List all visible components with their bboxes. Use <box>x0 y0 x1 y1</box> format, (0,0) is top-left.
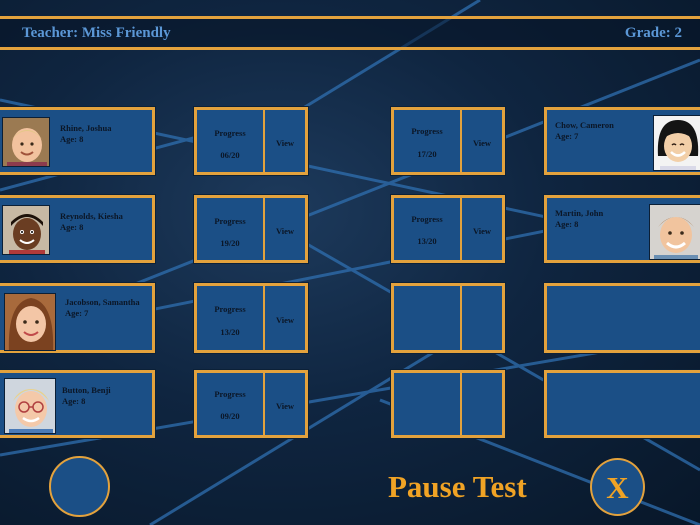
progress-label: Progress <box>214 389 246 399</box>
view-button[interactable]: View <box>265 198 305 260</box>
progress-score: 17/20 <box>417 149 437 159</box>
student-photo <box>653 115 700 171</box>
view-label: View <box>472 226 492 236</box>
progress-card-rhine-joshua: Progress 06/20 View <box>193 106 309 176</box>
view-label: View <box>275 138 295 148</box>
student-photo <box>2 117 50 167</box>
progress-score: 06/20 <box>220 150 240 160</box>
student-card-jacobson-samantha[interactable]: Jacobson, Samantha Age: 7 <box>0 282 156 354</box>
student-age: Age: 7 <box>555 131 579 141</box>
view-button[interactable]: View <box>265 110 305 172</box>
progress-score: 19/20 <box>220 238 240 248</box>
divider <box>263 198 265 260</box>
progress-card-button-benji: Progress 09/20 View <box>193 369 309 439</box>
student-name: Rhine, Joshua <box>60 123 112 133</box>
view-label: View <box>472 138 492 148</box>
view-button[interactable]: View <box>462 110 502 172</box>
progress-button[interactable]: Progress 13/20 <box>197 286 263 350</box>
progress-label: Progress <box>214 216 246 226</box>
progress-card-chow-cameron: Progress 17/20 View <box>390 106 506 176</box>
student-name: Jacobson, Samantha <box>65 297 140 307</box>
progress-card-martin-john: Progress 13/20 View <box>390 194 506 264</box>
student-photo <box>649 204 700 260</box>
progress-button[interactable]: Progress 19/20 <box>197 198 263 260</box>
header-bar: Teacher: Miss Friendly Grade: 2 <box>0 16 700 50</box>
student-card-button-benji[interactable]: Button, Benji Age: 8 <box>0 369 156 439</box>
grade-label: Grade: 2 <box>624 25 682 41</box>
view-label: View <box>275 226 295 236</box>
progress-card-empty <box>390 369 506 439</box>
view-label: View <box>275 401 295 411</box>
close-button[interactable]: X <box>590 458 645 516</box>
divider <box>263 373 265 435</box>
student-photo <box>2 205 50 255</box>
student-name: Button, Benji <box>62 385 111 395</box>
student-card-chow-cameron[interactable]: Chow, Cameron Age: 7 <box>543 106 700 176</box>
student-card-rhine-joshua[interactable]: Rhine, Joshua Age: 8 <box>0 106 156 176</box>
close-icon: X <box>606 470 629 505</box>
divider <box>263 110 265 172</box>
view-button[interactable]: View <box>265 373 305 435</box>
view-label: View <box>275 315 295 325</box>
progress-card-empty <box>390 282 506 354</box>
divider <box>460 286 462 350</box>
progress-button[interactable]: Progress 09/20 <box>197 373 263 435</box>
progress-card-jacobson-samantha: Progress 13/20 View <box>193 282 309 354</box>
student-photo <box>4 293 56 351</box>
student-age: Age: 8 <box>555 219 579 229</box>
pause-test-button[interactable]: Pause Test <box>388 469 527 504</box>
progress-button[interactable]: Progress 17/20 <box>394 110 460 172</box>
progress-label: Progress <box>411 126 443 136</box>
teacher-label: Teacher: Miss Friendly <box>22 25 171 41</box>
student-card-empty <box>543 369 700 439</box>
student-card-martin-john[interactable]: Martin, John Age: 8 <box>543 194 700 264</box>
view-button[interactable]: View <box>462 198 502 260</box>
divider <box>460 198 462 260</box>
student-age: Age: 8 <box>62 396 86 406</box>
student-name: Reynolds, Kiesha <box>60 211 123 221</box>
progress-card-reynolds-kiesha: Progress 19/20 View <box>193 194 309 264</box>
progress-score: 13/20 <box>220 327 240 337</box>
student-age: Age: 7 <box>65 308 89 318</box>
progress-button[interactable]: Progress 13/20 <box>394 198 460 260</box>
divider <box>263 286 265 350</box>
progress-label: Progress <box>214 128 246 138</box>
student-age: Age: 8 <box>60 134 84 144</box>
divider <box>460 373 462 435</box>
student-age: Age: 8 <box>60 222 84 232</box>
progress-button[interactable]: Progress 06/20 <box>197 110 263 172</box>
progress-label: Progress <box>214 304 246 314</box>
student-name: Chow, Cameron <box>555 120 614 130</box>
menu-button[interactable] <box>49 456 110 517</box>
student-photo <box>4 378 56 434</box>
student-card-empty <box>543 282 700 354</box>
student-name: Martin, John <box>555 208 604 218</box>
progress-score: 13/20 <box>417 236 437 246</box>
divider <box>460 110 462 172</box>
progress-label: Progress <box>411 214 443 224</box>
progress-score: 09/20 <box>220 411 240 421</box>
view-button[interactable]: View <box>265 286 305 350</box>
student-card-reynolds-kiesha[interactable]: Reynolds, Kiesha Age: 8 <box>0 194 156 264</box>
